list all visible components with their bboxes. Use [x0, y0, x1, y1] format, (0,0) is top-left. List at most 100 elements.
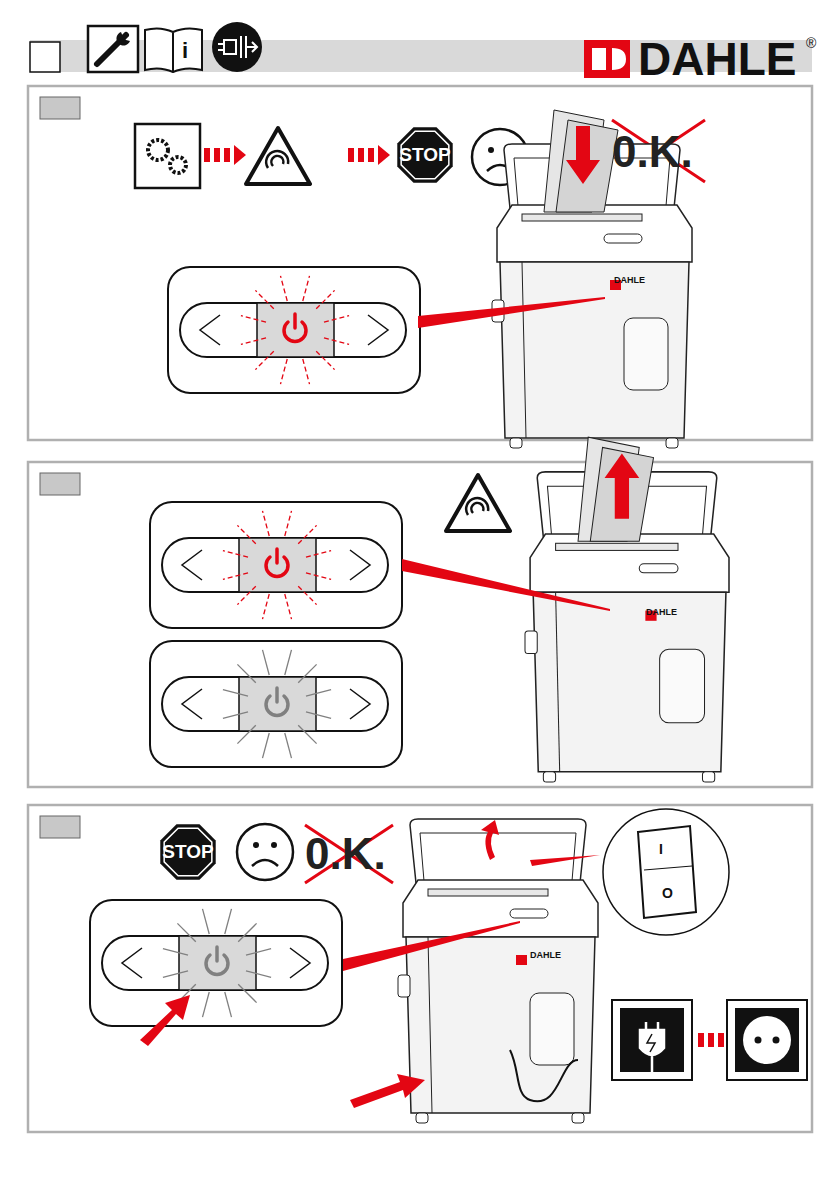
paper-tray [522, 214, 642, 221]
power-switch [638, 826, 696, 918]
control-panel-callout [150, 641, 402, 767]
wheel [510, 438, 522, 448]
not-ok-cross [305, 825, 393, 883]
switch-on-mark: I [659, 842, 663, 856]
light-ray [163, 971, 188, 978]
brand-logo: DAHLE [638, 36, 796, 82]
light-ray [237, 525, 255, 543]
registered-mark: ® [806, 36, 816, 50]
sad-face-eye [253, 842, 259, 848]
right-button [368, 315, 388, 345]
warning-triangle [246, 128, 310, 184]
wheel [666, 438, 678, 448]
top-housing [530, 534, 729, 592]
press-arrow [140, 995, 190, 1046]
light-ray [306, 573, 331, 580]
lid-inner [420, 833, 576, 881]
right-button [350, 689, 370, 719]
step-panel [28, 805, 812, 1132]
light-ray [324, 316, 349, 323]
light-ray [306, 551, 331, 558]
arrow-dash [718, 1033, 724, 1047]
leader-line [402, 559, 610, 611]
info-icon-letter: i [182, 40, 188, 62]
plug-box [612, 1000, 692, 1080]
shredder-brand: DAHLE [530, 951, 561, 960]
control-panel-small [639, 564, 678, 573]
light-ray [316, 290, 334, 308]
power-button [179, 936, 256, 990]
paper-tray [428, 889, 548, 896]
paper-tray [556, 543, 678, 550]
stop-sign-text: STOP [395, 145, 455, 164]
shredder-drawing [492, 110, 692, 448]
leader-line [530, 855, 600, 866]
right-button [350, 550, 370, 580]
not-ok-cross [612, 120, 705, 182]
automatic-mode-icon [135, 124, 200, 188]
logo-mark-inner [592, 48, 626, 70]
unplug-symbol [218, 36, 257, 58]
light-ray [281, 359, 288, 384]
light-ray [263, 733, 270, 758]
control-panel [162, 538, 388, 592]
light-ray [281, 276, 288, 301]
bin-window [530, 993, 574, 1065]
left-button [200, 315, 220, 345]
control-panel-callout [150, 502, 402, 628]
control-panel [180, 303, 406, 357]
warning-triangle [446, 475, 510, 531]
left-button [182, 550, 202, 580]
gear [148, 140, 168, 160]
bin-window [624, 318, 668, 390]
light-ray [223, 690, 248, 697]
paper-sheet [590, 447, 653, 541]
socket-hole [773, 1037, 780, 1044]
bin-edge [522, 262, 526, 438]
light-ray [177, 923, 195, 941]
feed-arrow [566, 126, 600, 184]
light-ray [241, 338, 266, 345]
power-symbol-bar [275, 688, 279, 702]
power-button [239, 538, 316, 592]
light-ray [285, 650, 292, 675]
socket-icon-ground [735, 1008, 799, 1072]
light-ray [263, 594, 270, 619]
light-ray [263, 511, 270, 536]
wheel [543, 772, 555, 782]
step-number-box [40, 473, 80, 495]
bin-body [533, 592, 726, 772]
unplug-icon [212, 22, 262, 72]
power-symbol-bar [215, 947, 219, 961]
light-ray [303, 359, 310, 384]
wheel [702, 772, 714, 782]
control-panel-callout [90, 900, 342, 1026]
sad-face-eye [488, 147, 494, 153]
switch-callout [603, 809, 729, 935]
light-ray [223, 573, 248, 580]
light-ray [237, 725, 255, 743]
rotating-blades-symbol [466, 498, 488, 515]
top-housing [403, 880, 598, 937]
light-ray [306, 712, 331, 719]
control-panel-callout [168, 267, 420, 393]
power-switch-rocker [644, 866, 692, 870]
light-ray [246, 971, 271, 978]
logo-mark [584, 40, 630, 78]
power-button [239, 677, 316, 731]
sad-face-eye [271, 842, 277, 848]
arrow-head [378, 145, 390, 165]
step-panel [28, 462, 812, 787]
light-ray [285, 594, 292, 619]
light-ray [255, 290, 273, 308]
control-panel [162, 677, 388, 731]
stop-sign-text: STOP [158, 842, 218, 861]
leader-line [418, 297, 605, 328]
light-ray [285, 733, 292, 758]
arrow-dash [358, 148, 364, 162]
light-ray [238, 923, 256, 941]
manual-icon [145, 28, 202, 72]
plug-bolt [647, 1034, 655, 1052]
